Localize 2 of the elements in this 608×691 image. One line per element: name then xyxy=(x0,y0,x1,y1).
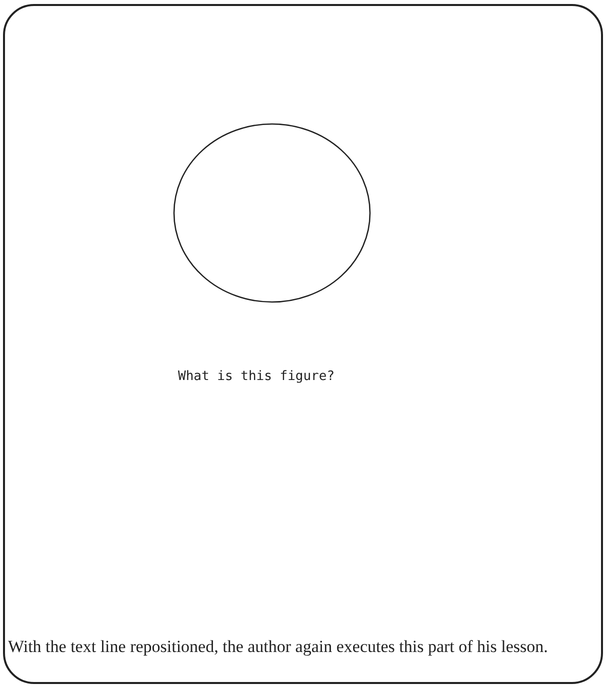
question-text: What is this figure? xyxy=(178,369,335,384)
caption: With the text line repositioned, the author again executes this part of his lesson. xyxy=(8,636,549,658)
